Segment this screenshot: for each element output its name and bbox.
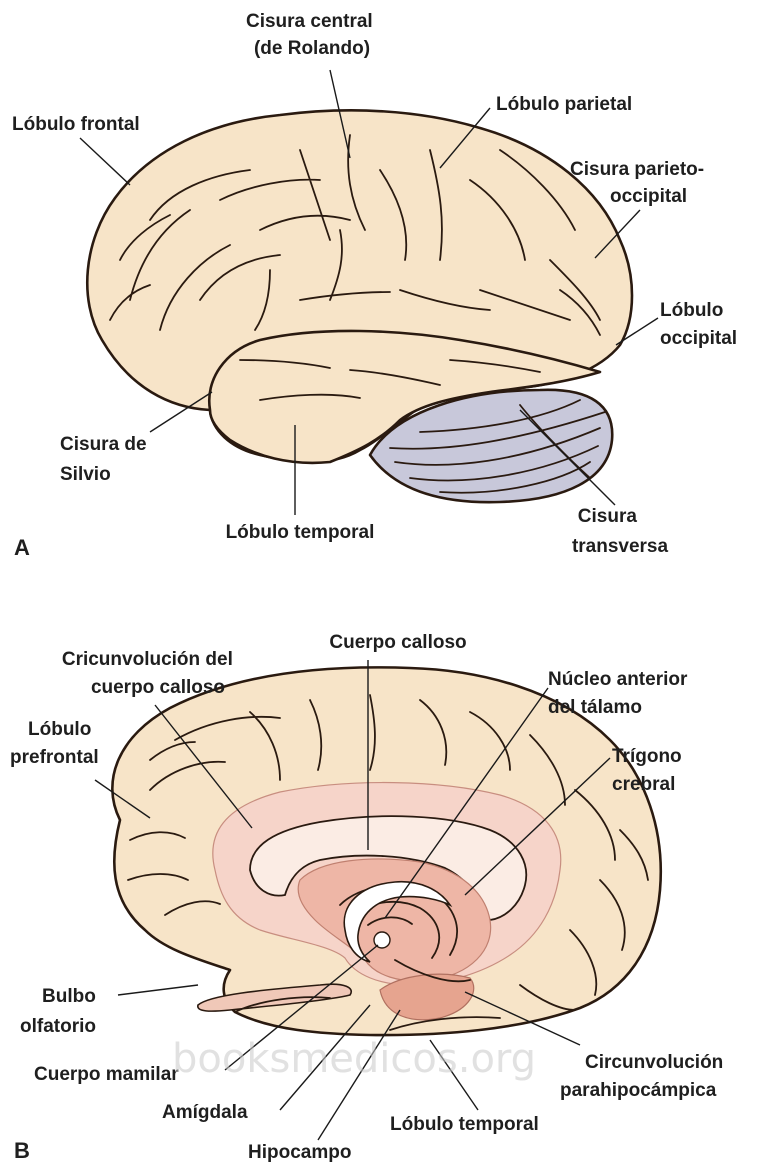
label-corpus-callosum: Cuerpo calloso	[329, 632, 466, 653]
watermark: booksmedicos.org	[172, 1036, 536, 1082]
label-parietal-lobe: Lóbulo parietal	[496, 94, 632, 115]
label-mammillary-body: Cuerpo mamilar	[34, 1064, 179, 1085]
label-prefrontal-lobe: Lóbulo prefrontal	[10, 719, 99, 768]
label-temporal-lobe: Lóbulo temporal	[226, 522, 375, 543]
label-olfactory-bulb: Bulbo olfatorio	[20, 986, 101, 1037]
label-hippocampus: Hipocampo	[248, 1142, 351, 1163]
label-central-sulcus: Cisura central (de Rolando)	[246, 11, 378, 59]
label-transverse-fissure: Cisura transversa	[572, 506, 669, 557]
label-cingulate-gyrus: Cricunvolución del cuerpo calloso	[62, 649, 238, 698]
label-frontal-lobe: Lóbulo frontal	[12, 114, 140, 135]
label-occipital-lobe: Lóbulo occipital	[660, 300, 737, 349]
panel-b-medial-view	[112, 667, 660, 1035]
panel-b-letter: B	[14, 1138, 30, 1163]
label-amygdala: Amígdala	[162, 1102, 248, 1123]
panel-a-letter: A	[14, 535, 30, 560]
panel-a-lateral-view	[87, 110, 632, 502]
label-temporal-lobe-b: Lóbulo temporal	[390, 1114, 539, 1135]
label-parahippocampal-gyrus: Circunvolución parahipocámpica	[560, 1052, 729, 1101]
label-anterior-thalamic-nucleus: Núcleo anterior del tálamo	[548, 669, 693, 718]
label-sylvian-fissure: Cisura de Silvio	[60, 434, 152, 485]
